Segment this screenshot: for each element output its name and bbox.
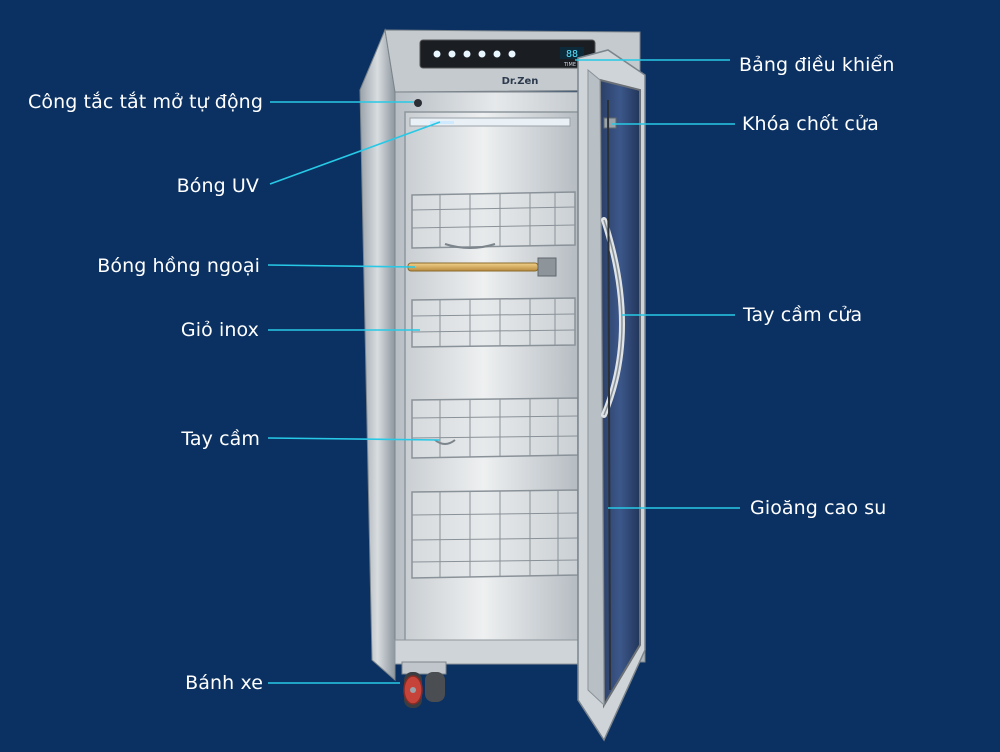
infrared-lamp-socket <box>537 257 557 277</box>
leader-uv-lamp <box>269 121 441 185</box>
label-wheel: Bánh xe <box>185 672 263 694</box>
time-text: TIME <box>563 62 576 68</box>
label-control-panel: Bảng điều khiển <box>739 54 895 76</box>
uv-lamp-tube <box>409 117 571 127</box>
leader-lines <box>267 59 740 684</box>
leader-basket-handle <box>267 437 441 441</box>
label-uv-lamp: Bóng UV <box>176 175 259 197</box>
door-graphic <box>577 49 646 742</box>
label-rubber-gasket: Gioăng cao su <box>750 497 887 519</box>
baskets <box>411 191 579 579</box>
leader-infrared-lamp <box>267 264 416 268</box>
display-digits: 88 <box>566 49 578 60</box>
label-auto-switch: Công tắc tắt mở tự động <box>28 91 263 113</box>
infrared-lamp-tube <box>407 262 539 272</box>
wheel-graphic <box>401 661 447 708</box>
label-door-latch: Khóa chốt cửa <box>742 113 879 135</box>
uv-lamp-glow <box>430 121 454 124</box>
label-infrared-lamp: Bóng hồng ngoại <box>97 255 260 277</box>
brand-logo: Dr.Zen <box>502 76 539 87</box>
label-door-handle: Tay cầm cửa <box>743 304 863 326</box>
label-inox-basket: Giỏ inox <box>180 319 259 341</box>
auto-switch-knob <box>414 99 422 107</box>
label-basket-handle: Tay cầm <box>181 428 260 450</box>
